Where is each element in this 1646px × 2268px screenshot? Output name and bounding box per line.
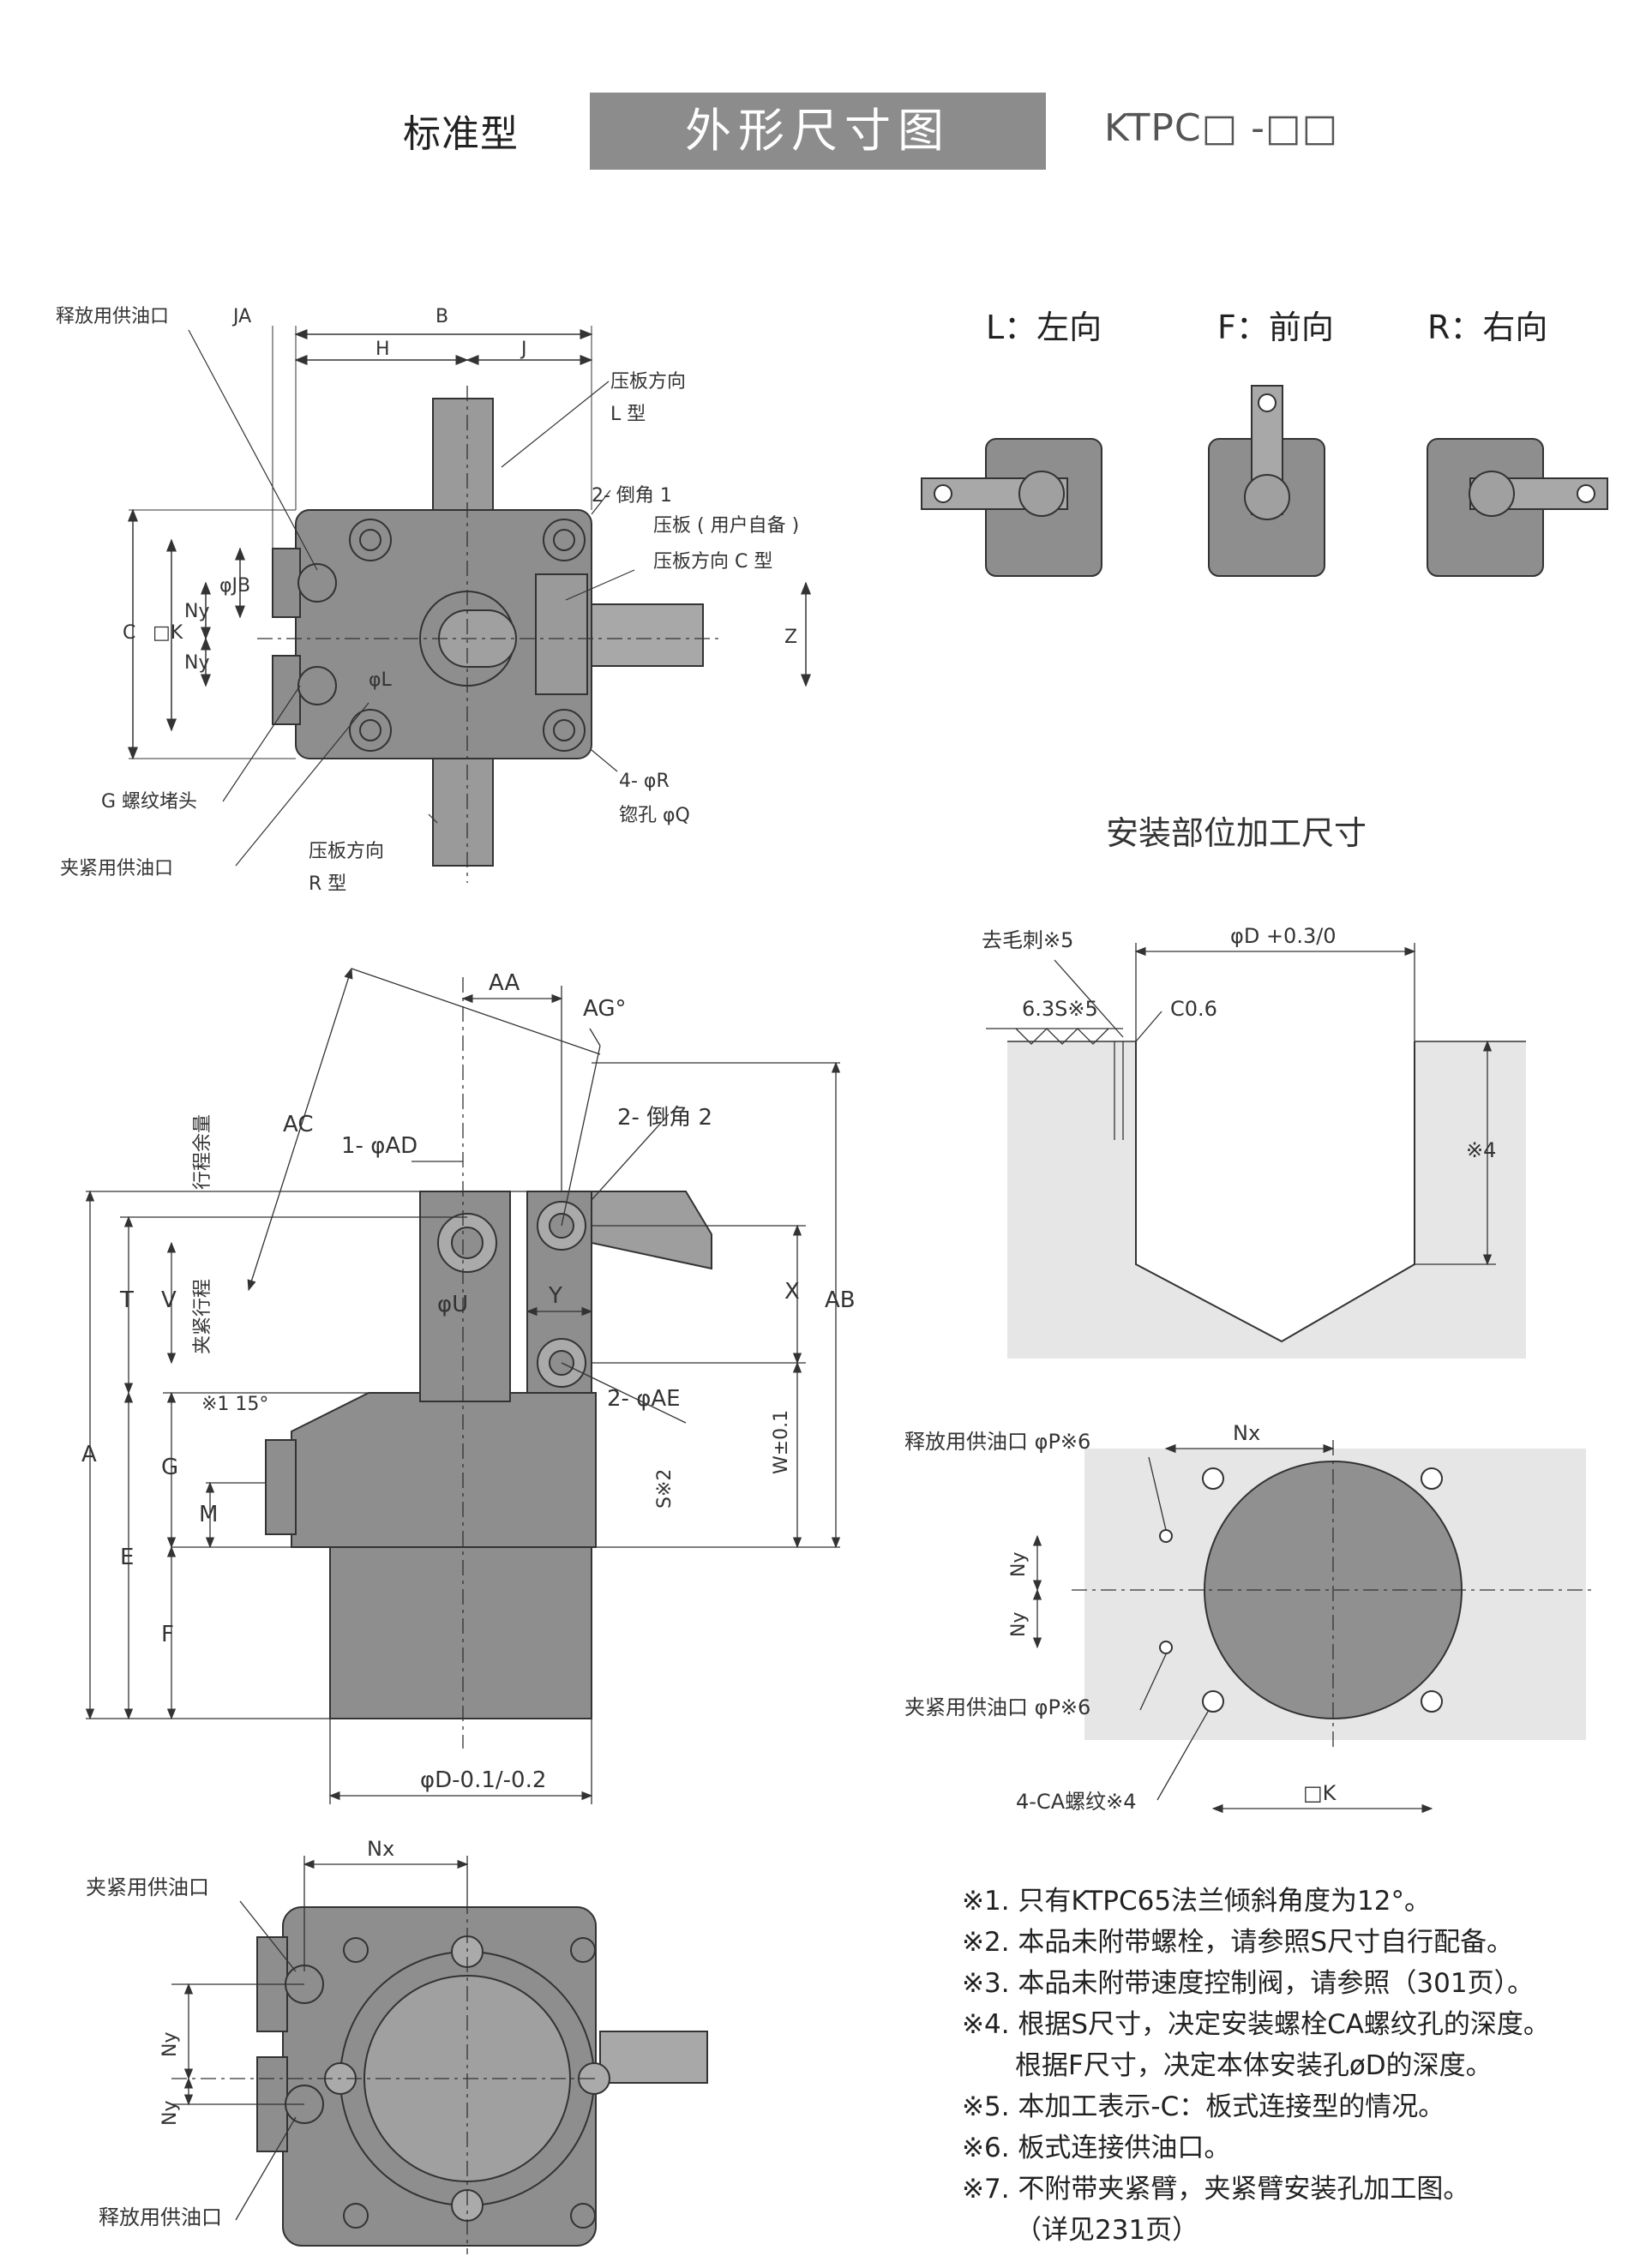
mount-section-title: 安装部位加工尺寸 — [1106, 814, 1367, 852]
label-chamfer1: 2- 倒角 1 — [592, 485, 672, 507]
label-stroke-margin: 行程余量 — [192, 1114, 213, 1190]
note-4: ※4. 根据S尺寸，决定安装螺栓CA螺纹孔的深度。 — [962, 2009, 1550, 2040]
label-t: T — [119, 1287, 134, 1313]
note-5: ※5. 本加工表示-C：板式连接型的情况。 — [962, 2091, 1445, 2122]
label-jb: φJB — [219, 575, 250, 597]
label-clamp-port-p: 夹紧用供油口 φP※6 — [904, 1695, 1090, 1719]
label-bottom-clamp-port: 夹紧用供油口 — [86, 1875, 209, 1899]
label-roughness: 6.3S※5 — [1022, 997, 1098, 1021]
label-g-plug: G 螺纹堵头 — [101, 791, 197, 813]
label-aa: AA — [489, 970, 520, 996]
label-bottom-ny-1: Ny — [159, 2032, 181, 2057]
label-a: A — [81, 1442, 97, 1467]
top-view — [128, 326, 811, 883]
orientation-right-label: R：右向 — [1427, 309, 1547, 346]
label-j: J — [520, 339, 527, 360]
bottom-view — [171, 1856, 708, 2254]
label-clamp-port: 夹紧用供油口 — [60, 858, 173, 879]
label-chamfer2: 2- 倒角 2 — [617, 1105, 712, 1131]
label-deburr: 去毛刺※5 — [982, 928, 1073, 952]
label-f: F — [161, 1622, 174, 1647]
label-angle: ※1 15° — [201, 1394, 268, 1415]
notes-list: ※1. 只有KTPC65法兰倾斜角度为12°。 ※2. 本品未附带螺栓，请参照S… — [962, 1881, 1613, 2251]
note-3: ※3. 本品未附带速度控制阀，请参照（301页）。 — [962, 1968, 1535, 1999]
label-z: Z — [784, 627, 797, 648]
label-h: H — [375, 339, 390, 360]
label-ja: JA — [231, 306, 251, 327]
label-ad: 1- φAD — [341, 1133, 418, 1159]
label-l: φL — [369, 669, 393, 691]
page-title: 外形尺寸图 — [590, 93, 1046, 170]
top-view-labels: 释放用供油口 JA B H J 压板方向 L 型 2- 倒角 1 压板 ( 用户… — [56, 306, 799, 895]
note-4-cont: 根据F尺寸，决定本体安装孔øD的深度。 — [1015, 2050, 1493, 2081]
label-bottom-ny-2: Ny — [159, 2101, 181, 2126]
label-v: V — [161, 1287, 177, 1313]
label-clamp-stroke: 夹紧行程 — [192, 1279, 213, 1354]
label-ny-1: Ny — [184, 601, 209, 622]
label-m: M — [199, 1502, 218, 1527]
note-7-cont: （详见231页） — [1015, 2215, 1199, 2246]
label-dir-l-2: L 型 — [610, 404, 646, 425]
label-ab: AB — [825, 1287, 856, 1313]
note-7: ※7. 不附带夹紧臂，夹紧臂安装孔加工图。 — [962, 2174, 1470, 2205]
label-s: S※2 — [654, 1469, 676, 1509]
side-view — [85, 967, 841, 1804]
label-q: 锪孔 φQ — [619, 805, 690, 826]
label-b: B — [436, 306, 448, 327]
label-release-port-p: 释放用供油口 φP※6 — [904, 1430, 1090, 1454]
label-ny-2: Ny — [184, 652, 209, 674]
label-d-tol: φD +0.3/0 — [1230, 924, 1337, 948]
label-plate-user: 压板 ( 用户自备 ) — [653, 515, 799, 537]
label-d: φD-0.1/-0.2 — [420, 1767, 546, 1793]
label-g: G — [161, 1455, 178, 1480]
label-release-port: 释放用供油口 — [56, 306, 169, 327]
mount-section — [986, 943, 1526, 1359]
label-ca-thread: 4-CA螺纹※4 — [1016, 1790, 1136, 1814]
port-layout — [1032, 1440, 1595, 1814]
label-bottom-release-port: 释放用供油口 — [99, 2205, 222, 2229]
orientation-left-label: L：左向 — [986, 309, 1102, 346]
label-bottom-nx: Nx — [367, 1837, 394, 1861]
series-label: 标准型 — [403, 112, 519, 156]
label-u: φU — [437, 1292, 468, 1317]
label-w: W±0.1 — [771, 1410, 792, 1474]
label-ag: AG° — [583, 996, 626, 1022]
label-x: X — [784, 1279, 800, 1305]
label-c: C — [123, 622, 135, 644]
note-2: ※2. 本品未附带螺栓，请参照S尺寸自行配备。 — [962, 1927, 1514, 1958]
label-nx: Nx — [1233, 1421, 1260, 1445]
label-k-square: □K — [1303, 1781, 1337, 1805]
label-y: Y — [548, 1283, 562, 1309]
label-dir-c: 压板方向 C 型 — [653, 551, 772, 573]
label-ny-a: Ny — [1008, 1552, 1030, 1577]
model-code: KTPC□ -□□ — [1104, 106, 1339, 150]
note-1: ※1. 只有KTPC65法兰倾斜角度为12°。 — [962, 1886, 1431, 1917]
label-r: 4- φR — [619, 771, 670, 792]
label-e: E — [120, 1545, 134, 1570]
label-ny-b: Ny — [1008, 1612, 1030, 1637]
label-dir-r-1: 压板方向 — [309, 841, 384, 862]
label-ac: AC — [283, 1112, 313, 1137]
side-view-labels: AA AG° AC 1- φAD 2- 倒角 2 行程余量 夹紧行程 T V φ… — [81, 970, 856, 1793]
label-dir-r-2: R 型 — [309, 873, 346, 895]
label-ae: 2- φAE — [607, 1386, 681, 1412]
label-depth: ※4 — [1466, 1138, 1496, 1162]
label-dir-l-1: 压板方向 — [610, 371, 686, 393]
label-c06: C0.6 — [1170, 997, 1217, 1021]
orientation-front-label: F：前向 — [1217, 309, 1334, 346]
orientation-views — [921, 385, 1608, 577]
note-6: ※6. 板式连接供油口。 — [962, 2133, 1231, 2163]
label-k: □K — [153, 622, 183, 644]
